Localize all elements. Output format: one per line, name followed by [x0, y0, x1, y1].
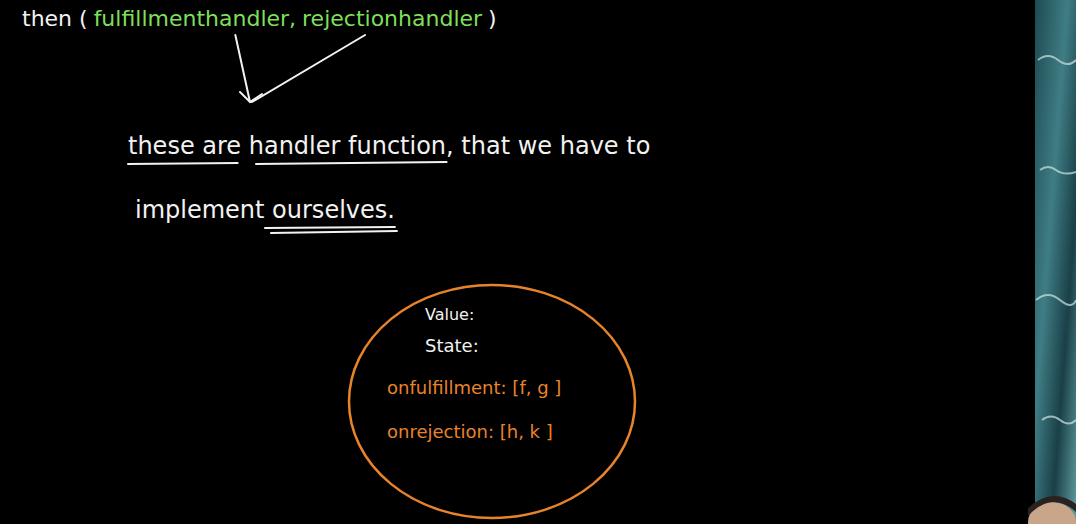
- field-label: Value:: [425, 305, 474, 324]
- presenter-hair: [1028, 496, 1076, 516]
- underline: [271, 231, 397, 233]
- underline: [256, 162, 447, 164]
- handler-name: rejectionhandler: [302, 6, 482, 31]
- underline: [128, 163, 238, 164]
- underline: [265, 227, 395, 228]
- promise-object: Value: State: onfulfillment: [f, g ] onreje…: [347, 283, 637, 520]
- note-text: implement ourselves.: [135, 196, 395, 224]
- pointer-arrow: [252, 35, 365, 102]
- note-text: these are handler function, that we have…: [128, 132, 650, 160]
- ellipse-outline: [347, 283, 637, 520]
- code-text: ): [488, 6, 497, 31]
- handler-list: onrejection: [h, k ]: [387, 421, 553, 442]
- handler-name: fulfillmenthandler,: [94, 6, 296, 31]
- wave-foam: [1036, 56, 1076, 424]
- code-text: then (: [22, 6, 88, 31]
- pointer-arrow: [235, 35, 250, 102]
- field-label: State:: [425, 335, 479, 356]
- arrow-head: [240, 92, 262, 102]
- handler-list: onfulfillment: [f, g ]: [387, 377, 561, 398]
- ocean-strip: [1035, 0, 1076, 524]
